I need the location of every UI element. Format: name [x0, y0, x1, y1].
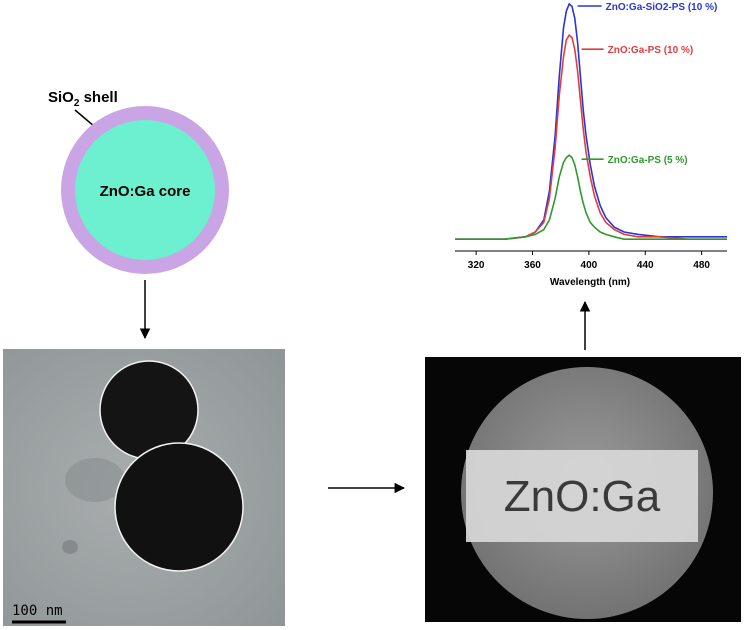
tem-particle-large: [114, 442, 244, 572]
x-tick-label: 400: [581, 260, 598, 271]
scale-bar-label: 100 nm: [12, 603, 63, 619]
legend-label-3: ZnO:Ga-PS (5 %): [608, 155, 688, 166]
emission-spectrum-chart: 320 360 400 440 480 Wavelength (nm) ZnO:Ga-S…: [455, 2, 727, 288]
series-line-1: [455, 2, 727, 240]
x-tick-label: 360: [524, 260, 541, 271]
sample-photo: ZnO:Ga: [425, 300, 741, 622]
x-tick-label: 440: [637, 260, 654, 271]
x-tick-label: 480: [693, 260, 710, 271]
spectrum-series-group: [455, 2, 727, 240]
tem-haze-small: [62, 540, 78, 554]
shell-label-subscript: 2: [74, 98, 80, 109]
shell-label: SiO2 shell: [48, 89, 118, 109]
legend-label-2: ZnO:Ga-PS (10 %): [608, 45, 694, 56]
tem-haze: [65, 458, 125, 502]
sample-label: ZnO:Ga: [504, 472, 661, 521]
x-tick-label: 320: [468, 260, 485, 271]
zno-ga-core: [75, 120, 215, 260]
legend-label-1: ZnO:Ga-SiO2-PS (10 %): [606, 2, 718, 13]
label-strip: [466, 450, 698, 542]
core-label: ZnO:Ga core: [100, 183, 191, 200]
x-axis-label: Wavelength (nm): [550, 277, 630, 288]
core-shell-schematic: SiO2 shell ZnO:Ga core: [48, 89, 229, 340]
series-line-3: [455, 154, 727, 240]
tem-image: 100 nm: [3, 349, 285, 626]
chart-legend: ZnO:Ga-SiO2-PS (10 %) ZnO:Ga-PS (10 %) ZnO…: [577, 2, 718, 166]
x-axis-ticks: 320 360 400 440 480: [468, 251, 710, 271]
series-line-2: [455, 33, 727, 240]
